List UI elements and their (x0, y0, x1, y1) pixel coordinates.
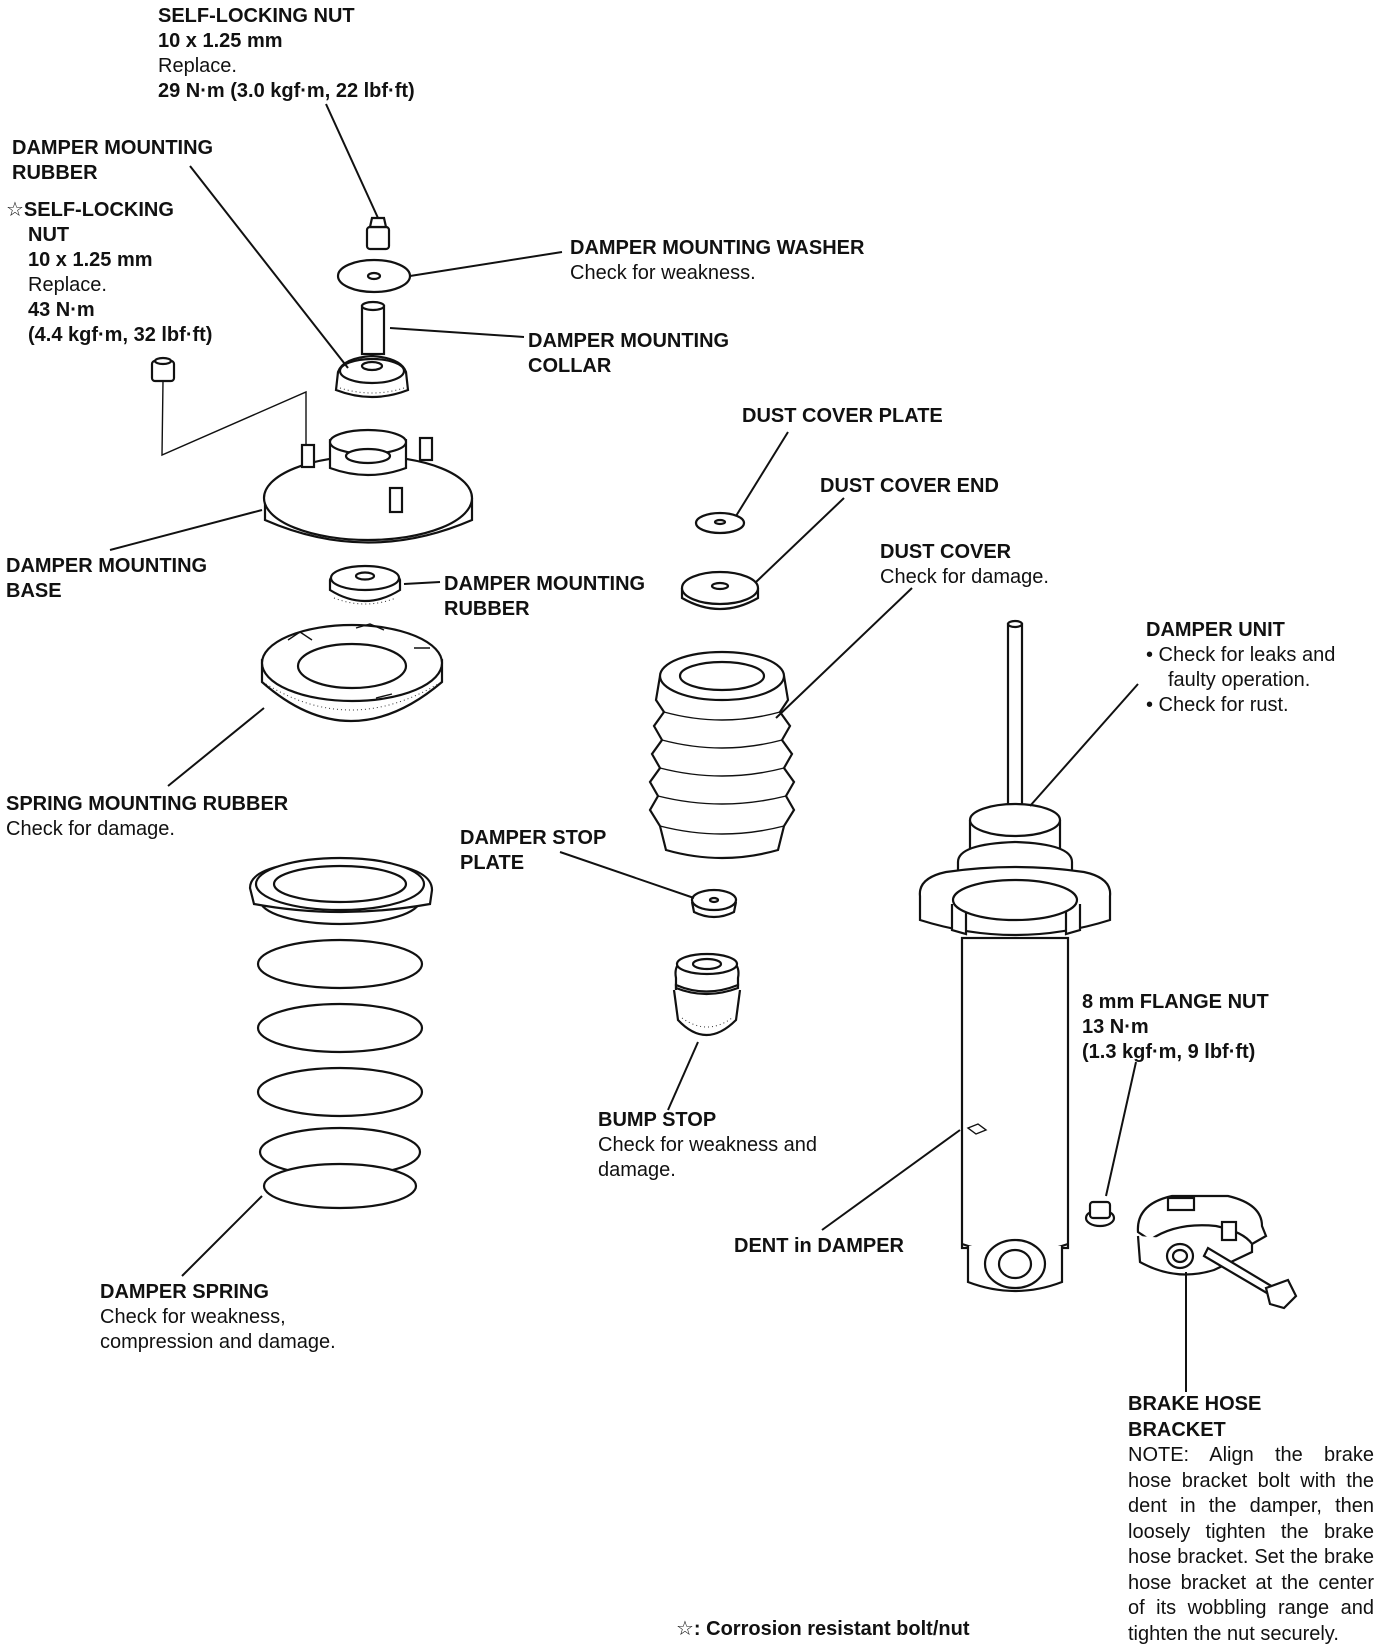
label-torque-line2: (1.3 kgf·m, 9 lbf·ft) (1082, 1041, 1256, 1063)
label-bullet1-line2: faulty operation. (1168, 669, 1311, 691)
label-desc: Check for weakness. (570, 262, 756, 284)
flange-nut-label: 8 mm FLANGE NUT 13 N·m (1.3 kgf·m, 9 lbf… (1082, 990, 1269, 1065)
label-torque-line1: 43 N·m (28, 299, 95, 321)
label-torque-line2: (4.4 kgf·m, 32 lbf·ft) (28, 324, 213, 346)
upper-self-locking-nut (365, 216, 391, 251)
label-desc-line2: compression and damage. (100, 1331, 336, 1353)
dust-cover-plate-label: DUST COVER PLATE (742, 404, 943, 429)
label-desc: Check for damage. (6, 818, 175, 840)
label-title-line2: RUBBER (12, 162, 98, 184)
upper-damper-mounting-rubber-label: DAMPER MOUNTING RUBBER (12, 136, 213, 186)
label-torque-line1: 13 N·m (1082, 1016, 1149, 1038)
dent-in-damper-label: DENT in DAMPER (734, 1234, 904, 1259)
label-title: BUMP STOP (598, 1109, 717, 1131)
bump-stop-label: BUMP STOP Check for weakness and damage. (598, 1108, 817, 1183)
label-bullet1-line1: • Check for leaks and (1146, 644, 1336, 666)
label-title-line1: DAMPER MOUNTING (444, 573, 646, 595)
label-note: Replace. (28, 274, 107, 296)
bump-stop (672, 952, 742, 1036)
dust-cover-end-label: DUST COVER END (820, 474, 999, 499)
damper-mounting-washer-label: DAMPER MOUNTING WASHER Check for weaknes… (570, 236, 864, 286)
label-title-line2: RUBBER (444, 598, 530, 620)
label-title-line1: DAMPER MOUNTING (12, 137, 214, 159)
label-desc-line1: Check for weakness and (598, 1134, 818, 1156)
label-title-line1: BRAKE HOSE (1128, 1393, 1262, 1415)
label-title: DAMPER UNIT (1146, 619, 1285, 641)
brake-hose-bracket-label: BRAKE HOSE BRACKET NOTE: Align the brake… (1128, 1392, 1374, 1647)
flange-nut (1084, 1200, 1116, 1228)
label-title: DAMPER MOUNTING WASHER (570, 237, 865, 259)
damper-unit (918, 619, 1112, 1293)
label-title: 8 mm FLANGE NUT (1082, 991, 1269, 1013)
leader-lines (109, 103, 1187, 1392)
label-desc: Check for damage. (880, 566, 1049, 588)
label-title: SPRING MOUNTING RUBBER (6, 793, 289, 815)
damper-stop-plate (690, 888, 738, 919)
label-bullet2: • Check for rust. (1146, 694, 1289, 716)
label-title: DUST COVER (880, 541, 1012, 563)
label-title-line1: DAMPER MOUNTING (6, 555, 208, 577)
damper-mounting-collar-label: DAMPER MOUNTING COLLAR (528, 329, 729, 379)
damper-unit-label: DAMPER UNIT • Check for leaks and faulty… (1146, 618, 1335, 718)
label-title-line2: COLLAR (528, 355, 612, 377)
label-desc-line1: Check for weakness, (100, 1306, 286, 1328)
damper-mounting-washer (336, 258, 412, 294)
dust-cover-plate (694, 511, 746, 535)
dust-cover-end (680, 570, 760, 611)
label-title-line1: DAMPER MOUNTING (528, 330, 730, 352)
label-title-line2: BASE (6, 580, 62, 602)
damper-stop-plate-label: DAMPER STOP PLATE (460, 826, 606, 876)
base-self-locking-nut (150, 356, 307, 457)
damper-spring-label: DAMPER SPRING Check for weakness, compre… (100, 1280, 336, 1355)
label-title: DUST COVER END (820, 475, 999, 497)
dust-cover-label: DUST COVER Check for damage. (880, 540, 1049, 590)
upper-self-locking-nut-label: SELF-LOCKING NUT 10 x 1.25 mm Replace. 2… (158, 4, 415, 104)
brake-hose-bracket (1136, 1194, 1298, 1310)
damper-mounting-collar (360, 300, 386, 356)
label-spec: 10 x 1.25 mm (158, 30, 283, 52)
lower-damper-mounting-rubber (328, 564, 402, 605)
label-spec: 10 x 1.25 mm (28, 249, 153, 271)
footnote: ☆: Corrosion resistant bolt/nut (676, 1618, 970, 1640)
upper-damper-mounting-rubber (334, 354, 410, 399)
label-title: SELF-LOCKING NUT (158, 5, 355, 27)
damper-mounting-base (262, 428, 474, 544)
label-title-line2: NUT (28, 224, 70, 246)
label-torque: 29 N·m (3.0 kgf·m, 22 lbf·ft) (158, 80, 415, 102)
dust-cover-bellows (648, 650, 796, 860)
label-title-line1: ☆SELF-LOCKING (6, 199, 174, 221)
label-note: NOTE: Align the brake hose bracket bolt … (1128, 1444, 1374, 1645)
label-note: Replace. (158, 55, 237, 77)
label-desc-line2: damage. (598, 1159, 676, 1181)
lower-damper-mounting-rubber-label: DAMPER MOUNTING RUBBER (444, 572, 645, 622)
damper-spring (248, 856, 434, 1210)
label-title: DAMPER SPRING (100, 1281, 269, 1303)
spring-mounting-rubber-label: SPRING MOUNTING RUBBER Check for damage. (6, 792, 288, 842)
label-title: DENT in DAMPER (734, 1235, 904, 1257)
spring-mounting-rubber (260, 623, 444, 722)
label-title-line2: BRACKET (1128, 1418, 1226, 1441)
base-self-locking-nut-label: ☆SELF-LOCKING NUT 10 x 1.25 mm Replace. … (6, 198, 212, 348)
label-title: DUST COVER PLATE (742, 405, 943, 427)
label-title-line2: PLATE (460, 852, 525, 874)
label-title-line1: DAMPER STOP (460, 827, 607, 849)
damper-mounting-base-label: DAMPER MOUNTING BASE (6, 554, 207, 604)
